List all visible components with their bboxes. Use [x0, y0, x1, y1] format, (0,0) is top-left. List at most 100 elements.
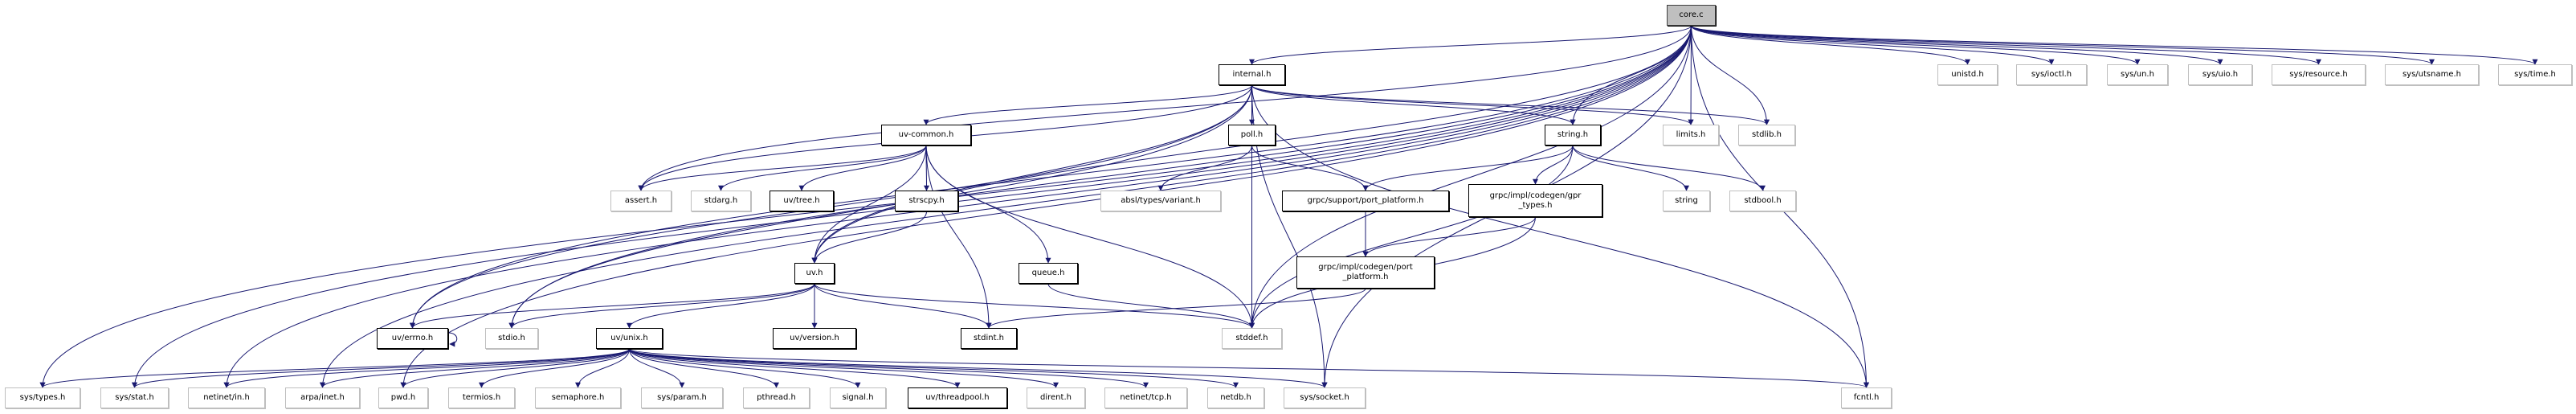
node-uv-unix-h[interactable]: uv/unix.h [596, 328, 663, 349]
edge-uv_h-to-uv_unix_h [627, 283, 815, 329]
node-limits-h: limits.h [1663, 125, 1719, 146]
node-stdint-h[interactable]: stdint.h [961, 328, 1017, 349]
edge-internal_h-to-limits_h [1251, 84, 1694, 125]
edge-uv_unix_h-to-pthread_h [629, 348, 779, 388]
edge-core_c-to-sys_types_h [39, 25, 1692, 388]
edge-internal_h-to-string_h [1251, 84, 1576, 125]
edge-uv_unix_h-to-sys_types_h [39, 348, 630, 388]
edge-internal_h-to-uv_h [811, 84, 1252, 264]
edge-uv_h-to-stddef_h [814, 283, 1255, 329]
node-strscpy-h[interactable]: strscpy.h [895, 191, 958, 211]
edge-strscpy_h-to-uv_h [811, 211, 927, 264]
node-grpc-support-port-platform-h[interactable]: grpc/support/port_platform.h [1282, 191, 1449, 211]
node-core-c: core.c [1667, 5, 1716, 26]
edge-uv_h-to-stdio_h [508, 283, 815, 329]
edge-uv_unix_h-to-netinet_tcp_h [629, 348, 1149, 388]
edge-core_c-to-sys_resource_h [1691, 25, 2321, 65]
edge-internal_h-to-uv_common_h [923, 84, 1252, 125]
edge-core_c-to-pwd_h [400, 25, 1692, 388]
node-sys-ioctl-h: sys/ioctl.h [2016, 64, 2087, 85]
edge-core_c-to-stdlib_h [1691, 25, 1770, 125]
edge-grpc_impl_port_platform_h-to-stdint_h [986, 288, 1366, 329]
node-stdlib-h: stdlib.h [1738, 125, 1795, 146]
edge-uv_unix_h-to-sys_socket_h [629, 348, 1328, 388]
edge-uv_unix_h-to-signal_h [629, 348, 861, 388]
edge-core_c-to-sys_ioctl_h [1691, 25, 2055, 65]
node-assert-h: assert.h [610, 191, 672, 211]
edge-poll_h-to-grpc_support_port_platform_h [1251, 145, 1369, 191]
edge-uv_h-to-stdint_h [814, 283, 992, 329]
edge-uv_errno_h-to-uv_errno_h [447, 332, 458, 347]
edge-core_c-to-stddef_h [1249, 25, 1692, 329]
node-string: string [1663, 191, 1710, 211]
node-sys-socket-h: sys/socket.h [1284, 387, 1366, 408]
edge-poll_h-to-absl_variant_h [1157, 145, 1252, 191]
edge-core_c-to-sys_uio_h [1691, 25, 2223, 65]
node-string-h[interactable]: string.h [1545, 125, 1601, 146]
edge-string_h-to-grpc_gpr_types_h [1533, 145, 1574, 185]
edge-internal_h-to-stdlib_h [1251, 84, 1770, 125]
edge-core_c-to-sys_utsname_h [1691, 25, 2435, 65]
edge-internal_h-to-stdio_h [508, 84, 1252, 329]
node-queue-h[interactable]: queue.h [1019, 263, 1078, 284]
edge-uv_common_h-to-stdint_h [925, 145, 992, 329]
node-stddef-h: stddef.h [1222, 328, 1282, 349]
edge-string_h-to-stdbool_h [1572, 145, 1766, 191]
node-signal-h: signal.h [830, 387, 886, 408]
edge-uv_common_h-to-uv_tree_h [798, 145, 927, 191]
node-uv-tree-h[interactable]: uv/tree.h [770, 191, 834, 211]
edge-core_c-to-sys_un_h [1691, 25, 2141, 65]
edge-uv_unix_h-to-arpa_inet_h [320, 348, 630, 388]
edge-grpc_gpr_types_h-to-grpc_impl_port_platform_h [1362, 216, 1536, 257]
node-stdarg-h: stdarg.h [691, 191, 751, 211]
node-stdbool-h: stdbool.h [1729, 191, 1796, 211]
node-sys-stat-h: sys/stat.h [100, 387, 169, 408]
node-sys-utsname-h: sys/utsname.h [2385, 64, 2479, 85]
edge-uv_unix_h-to-dirent_h [629, 348, 1059, 388]
edge-core_c-to-netinet_in_h [223, 25, 1692, 388]
node-uv-errno-h[interactable]: uv/errno.h [377, 328, 448, 349]
edge-uv_common_h-to-stdarg_h [718, 145, 927, 191]
node-uv-version-h[interactable]: uv/version.h [773, 328, 856, 349]
node-uv-h[interactable]: uv.h [794, 263, 835, 284]
node-sys-param-h: sys/param.h [641, 387, 723, 408]
node-sys-types-h: sys/types.h [5, 387, 80, 408]
edge-uv_unix_h-to-termios_h [479, 348, 630, 388]
node-sys-uio-h: sys/uio.h [2188, 64, 2252, 85]
node-unistd-h: unistd.h [1937, 64, 1998, 85]
node-arpa-inet-h: arpa/inet.h [285, 387, 360, 408]
edge-uv_unix_h-to-sys_param_h [629, 348, 685, 388]
node-netinet-tcp-h: netinet/tcp.h [1104, 387, 1187, 408]
edge-uv_common_h-to-uv_h [811, 145, 927, 264]
edge-uv_unix_h-to-fcntl_h [629, 348, 1869, 388]
node-uv-threadpool-h[interactable]: uv/threadpool.h [908, 387, 1007, 408]
node-poll-h[interactable]: poll.h [1228, 125, 1276, 146]
edge-core_c-to-assert_h [638, 25, 1692, 191]
node-dirent-h: dirent.h [1027, 387, 1085, 408]
node-grpc-impl-port-platform-h[interactable]: grpc/impl/codegen/port _platform.h [1296, 256, 1435, 289]
edge-uv_unix_h-to-sys_stat_h [132, 348, 630, 388]
node-stdio-h: stdio.h [485, 328, 538, 349]
node-grpc-gpr-types-h[interactable]: grpc/impl/codegen/gpr _types.h [1468, 184, 1602, 217]
node-pthread-h: pthread.h [743, 387, 810, 408]
edge-core_c-to-unistd_h [1691, 25, 1970, 65]
edge-uv_unix_h-to-netdb_h [629, 348, 1239, 388]
node-termios-h: termios.h [448, 387, 515, 408]
edge-uv_unix_h-to-netinet_in_h [223, 348, 630, 388]
edge-uv_unix_h-to-pwd_h [400, 348, 630, 388]
node-semaphore-h: semaphore.h [535, 387, 621, 408]
edge-uv_unix_h-to-uv_threadpool_h [629, 348, 961, 388]
node-sys-un-h: sys/un.h [2107, 64, 2168, 85]
edge-string_h-to-stddef_h [1249, 145, 1574, 329]
node-netinet-in-h: netinet/in.h [188, 387, 265, 408]
node-internal-h[interactable]: internal.h [1219, 64, 1285, 85]
edge-core_c-to-internal_h [1249, 25, 1692, 65]
edge-core_c-to-limits_h [1688, 25, 1694, 125]
edge-queue_h-to-stddef_h [1047, 283, 1255, 329]
edge-internal_h-to-fcntl_h [1251, 84, 1869, 388]
node-netdb-h: netdb.h [1207, 387, 1264, 408]
node-uv-common-h[interactable]: uv-common.h [881, 125, 971, 146]
edge-string_h-to-string [1572, 145, 1689, 191]
edge-uv_common_h-to-stddef_h [925, 145, 1255, 329]
